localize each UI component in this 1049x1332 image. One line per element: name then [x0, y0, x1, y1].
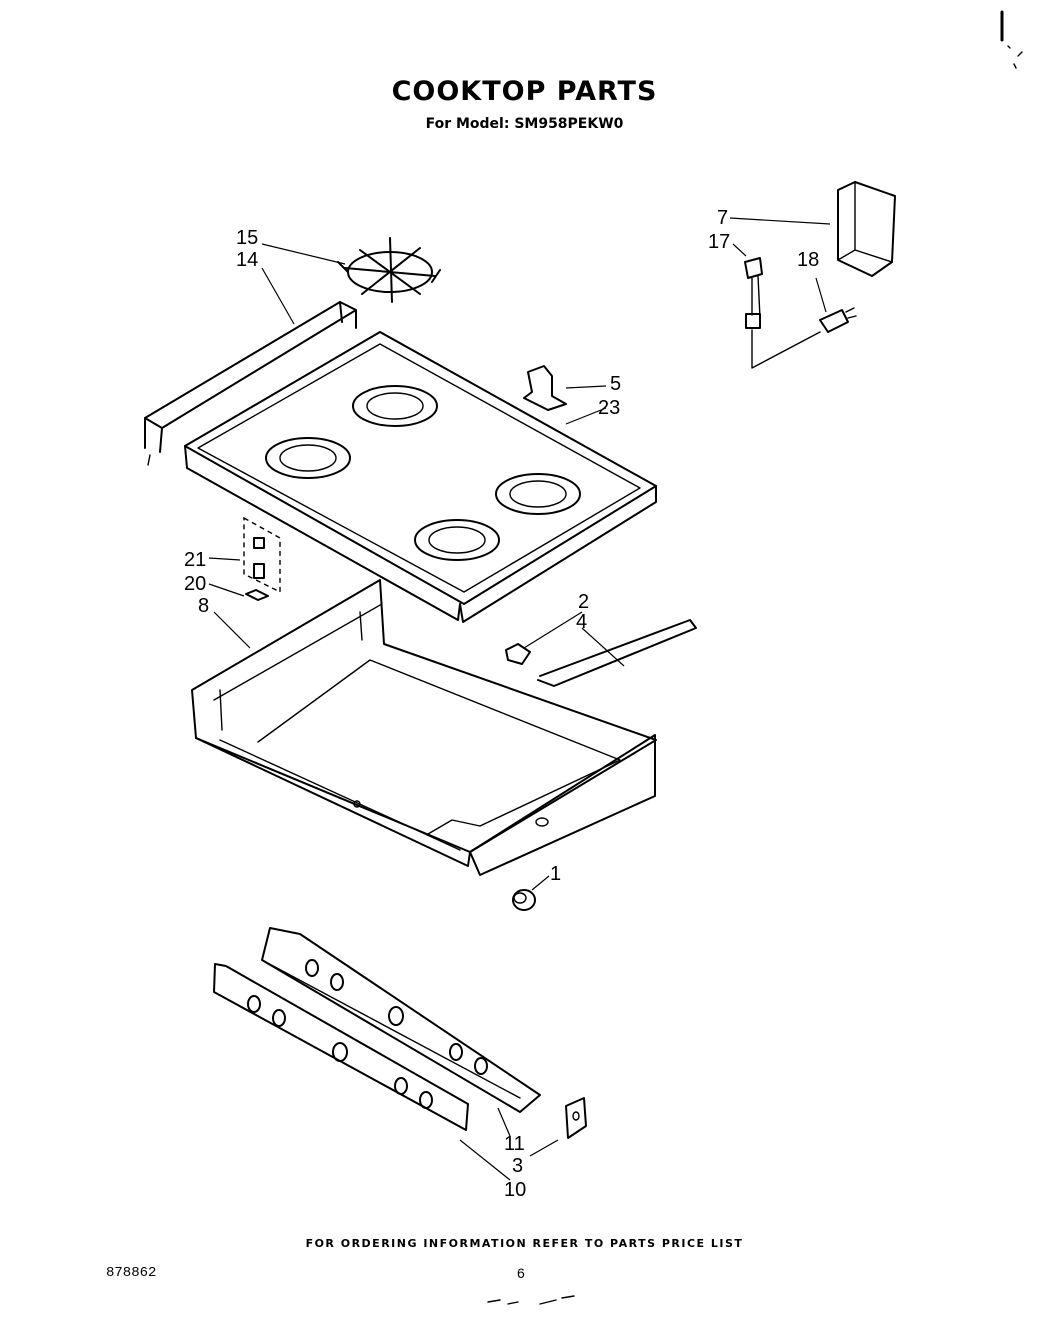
callout-15: 15 — [236, 227, 258, 249]
callout-4: 4 — [576, 611, 587, 633]
callout-14: 14 — [236, 249, 258, 271]
burner-valve — [243, 516, 281, 601]
callout-7: 7 — [717, 207, 728, 229]
callout-8: 8 — [198, 595, 209, 617]
burner-grate — [337, 237, 441, 303]
model-subtitle: For Model: SM958PEKW0 — [0, 116, 1049, 132]
document-number: 878862 — [106, 1265, 157, 1281]
callout-2: 2 — [578, 591, 589, 613]
scan-marks — [487, 10, 1023, 1305]
control-panel — [213, 963, 469, 1131]
cooktop-panel — [184, 331, 657, 623]
callout-10: 10 — [504, 1179, 526, 1201]
page-title: COOKTOP PARTS — [391, 76, 658, 107]
model-number: SM958PEKW0 — [514, 116, 624, 132]
callout-3: 3 — [512, 1155, 523, 1177]
wire-harness — [744, 257, 857, 369]
callout-5: 5 — [610, 373, 621, 395]
callout-18: 18 — [797, 249, 819, 271]
callout-20: 20 — [184, 573, 206, 595]
callout-1: 1 — [550, 863, 561, 885]
bracket — [523, 365, 567, 411]
callout-11: 11 — [504, 1133, 525, 1155]
control-knob — [512, 889, 536, 911]
leader-lines — [208, 217, 831, 1181]
callout-21: 21 — [184, 549, 206, 571]
ordering-note: FOR ORDERING INFORMATION REFER TO PARTS … — [305, 1237, 744, 1250]
igniter-and-tube — [505, 619, 697, 687]
side-trim — [144, 301, 357, 466]
callout-17: 17 — [708, 231, 730, 253]
junction-box — [837, 181, 896, 277]
page-number: 6 — [517, 1265, 525, 1281]
manifold-panel — [261, 927, 541, 1113]
burner-box — [191, 579, 657, 876]
clip — [565, 1097, 587, 1139]
model-label: For Model: — [425, 116, 510, 132]
callout-23: 23 — [598, 397, 620, 419]
